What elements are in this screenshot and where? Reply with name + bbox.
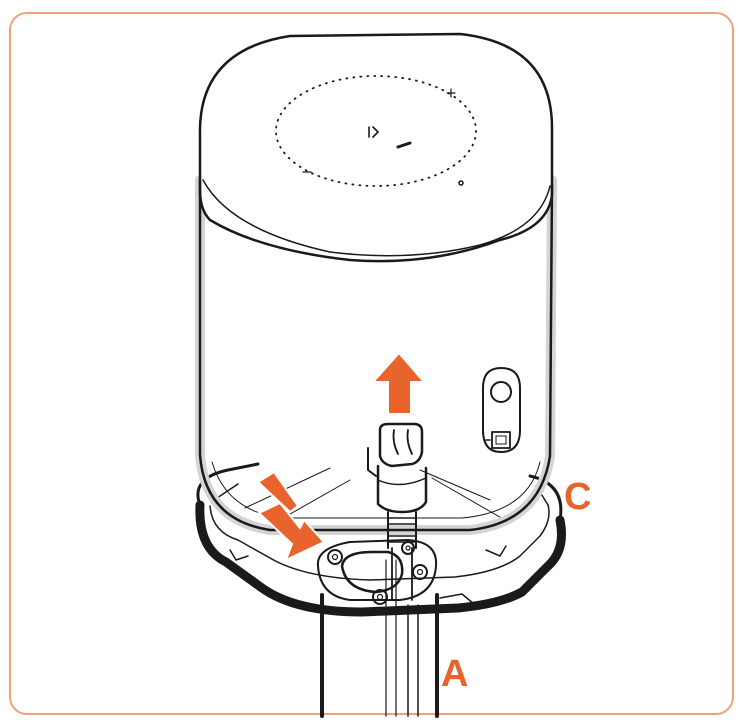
callout-label-c: C xyxy=(564,476,592,518)
stand-pole xyxy=(320,559,439,718)
arrow-up-icon xyxy=(370,351,427,415)
join-button-icon xyxy=(482,367,521,453)
double-arrow-down-icon xyxy=(256,470,326,562)
stand-base-tray xyxy=(195,462,566,617)
callout-label-a: A xyxy=(441,653,469,695)
power-cable-plug-icon xyxy=(367,422,428,601)
speaker-body xyxy=(195,32,557,535)
speaker-top-touch-controls-icon xyxy=(275,75,477,187)
ethernet-port-icon xyxy=(485,431,511,449)
